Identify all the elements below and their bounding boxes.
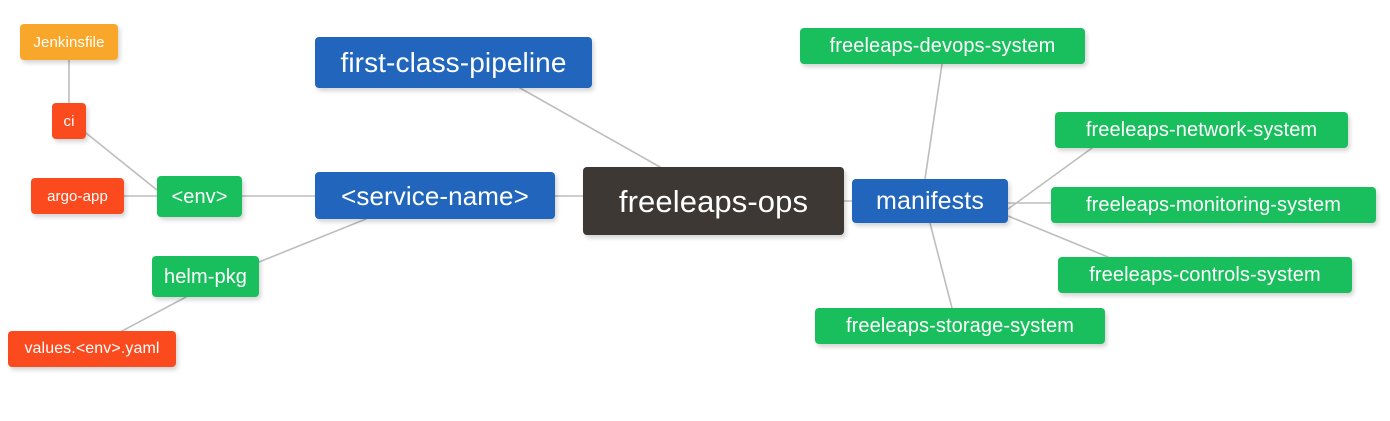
mindmap-node-service-name[interactable]: <service-name>: [315, 172, 555, 219]
edge-service-name-to-helm-pkg: [258, 218, 367, 263]
mindmap-node-manifests[interactable]: manifests: [852, 179, 1008, 223]
mindmap-node-argo-app[interactable]: argo-app: [31, 178, 124, 214]
mindmap-node-freeleaps-network-system[interactable]: freeleaps-network-system: [1055, 112, 1348, 148]
mindmap-node-ci[interactable]: ci: [52, 103, 86, 139]
mindmap-node-helm-pkg[interactable]: helm-pkg: [152, 256, 259, 297]
mindmap-node-freeleaps-devops-system[interactable]: freeleaps-devops-system: [800, 28, 1085, 64]
edge-helm-pkg-to-values-yaml: [121, 296, 187, 332]
mindmap-node-freeleaps-controls-system[interactable]: freeleaps-controls-system: [1058, 257, 1352, 293]
mindmap-node-env[interactable]: <env>: [157, 176, 242, 217]
edge-manifests-to-freeleaps-storage-system: [929, 222, 953, 309]
edge-manifests-to-freeleaps-devops-system: [924, 63, 943, 180]
edge-first-class-pipeline-to-freeleaps-ops: [519, 87, 661, 168]
mindmap-node-freeleaps-storage-system[interactable]: freeleaps-storage-system: [815, 308, 1105, 344]
mindmap-node-freeleaps-ops[interactable]: freeleaps-ops: [583, 167, 844, 235]
mindmap-node-freeleaps-monitoring-system[interactable]: freeleaps-monitoring-system: [1051, 187, 1376, 223]
mindmap-node-first-class-pipeline[interactable]: first-class-pipeline: [315, 37, 592, 88]
mindmap-node-jenkinsfile[interactable]: Jenkinsfile: [20, 24, 118, 60]
mindmap-node-values-yaml[interactable]: values.<env>.yaml: [8, 331, 176, 367]
